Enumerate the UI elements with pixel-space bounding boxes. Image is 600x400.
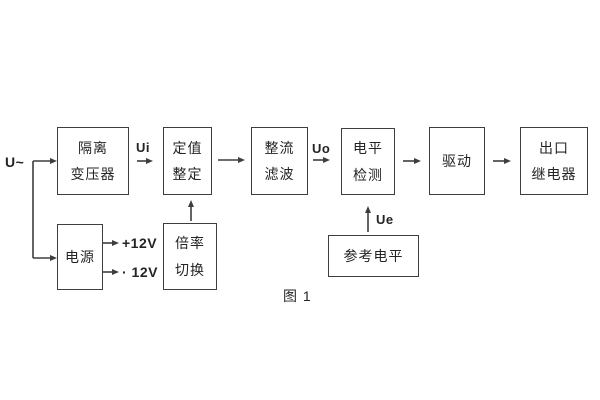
block-power-supply: 电源 bbox=[57, 224, 103, 290]
block-label: 滤波 bbox=[264, 166, 295, 183]
block-isolation-transformer: 隔离 变压器 bbox=[57, 127, 129, 195]
block-label: 整定 bbox=[172, 166, 203, 183]
block-label: 继电器 bbox=[531, 166, 577, 183]
block-output-relay: 出口 继电器 bbox=[520, 127, 588, 195]
block-label: 驱动 bbox=[442, 153, 472, 169]
block-label: 倍率 bbox=[175, 235, 205, 252]
block-ratio-switch: 倍率 切换 bbox=[163, 223, 217, 290]
label-ue-signal: Ue bbox=[376, 212, 394, 227]
label-plus-12v: +12V bbox=[122, 235, 158, 251]
block-driver: 驱动 bbox=[429, 127, 485, 195]
label-input-voltage: U~ bbox=[5, 154, 25, 170]
block-reference-level: 参考电平 bbox=[328, 235, 419, 277]
block-label: 整流 bbox=[264, 139, 295, 156]
label-uo-signal: Uo bbox=[312, 141, 331, 156]
block-label: 切换 bbox=[175, 261, 205, 278]
block-label: 检测 bbox=[353, 166, 383, 183]
block-label: 电平 bbox=[353, 140, 383, 157]
block-level-detector: 电平 检测 bbox=[341, 128, 395, 195]
block-label: 隔离 bbox=[78, 139, 108, 156]
block-label: 电源 bbox=[65, 249, 95, 265]
block-label: 出口 bbox=[539, 139, 569, 156]
block-rectifier-filter: 整流 滤波 bbox=[251, 127, 308, 195]
block-label: 参考电平 bbox=[343, 248, 404, 264]
label-minus-12v: · 12V bbox=[122, 264, 158, 280]
block-label: 定值 bbox=[172, 139, 203, 156]
label-ui-signal: Ui bbox=[136, 140, 150, 155]
figure-caption: 图 1 bbox=[283, 288, 312, 304]
block-label: 变压器 bbox=[70, 166, 116, 183]
block-setting-adjust: 定值 整定 bbox=[163, 127, 212, 195]
